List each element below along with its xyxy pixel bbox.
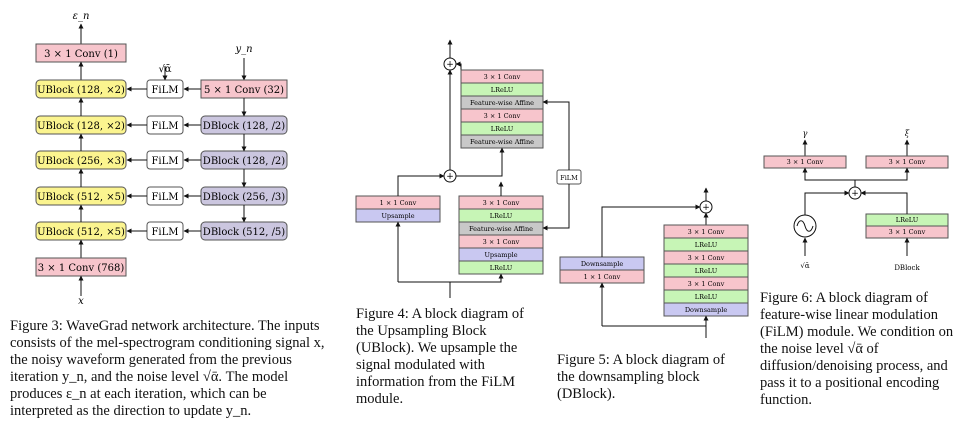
svg-text:UBlock (512, ×5): UBlock (512, ×5) (37, 227, 125, 238)
fig3-conv-out-label: 3 × 1 Conv (1) (44, 49, 118, 60)
svg-text:FiLM: FiLM (151, 121, 178, 132)
svg-text:UBlock (128, ×2): UBlock (128, ×2) (37, 121, 125, 132)
figure-6-diagram: γ ξ 3 × 1 Conv 3 × 1 Conv + √ᾱ LReLU 3 ×… (763, 129, 949, 272)
figure-5-caption: Figure 5: A block diagram of the downsam… (557, 352, 725, 402)
svg-text:DBlock (256, /3): DBlock (256, /3) (203, 192, 286, 203)
svg-text:UBlock (256, ×3): UBlock (256, ×3) (37, 156, 125, 167)
fig4-top-5: Feature-wise Affine (470, 138, 534, 146)
svg-text:+: + (851, 189, 859, 199)
fig4-bottom-4: Upsample (484, 251, 517, 259)
fig3-conv-in-label: 3 × 1 Conv (768) (38, 263, 125, 274)
fig3-ublock-3: UBlock (512, ×5) (35, 186, 127, 206)
fig4-top-1: LReLU (491, 86, 514, 94)
fig5-right-4: 3 × 1 Conv (688, 280, 725, 288)
svg-text:3 × 1 Conv: 3 × 1 Conv (787, 158, 824, 166)
fig6-xi: ξ (905, 129, 910, 138)
fig5-left-0: Downsample (581, 260, 623, 268)
svg-text:LReLU: LReLU (896, 216, 919, 224)
fig3-film-4: FiLM (146, 221, 184, 241)
svg-text:UBlock (512, ×5): UBlock (512, ×5) (37, 192, 125, 203)
fig6-sqrt-alpha: √ᾱ (800, 262, 809, 270)
figure-6-caption: Figure 6: A block diagram of feature-wis… (760, 290, 954, 408)
fig3-ublock-0: UBlock (128, ×2) (35, 79, 127, 99)
fig4-top-4: LReLU (491, 125, 514, 133)
fig4-left-0: 1 × 1 Conv (380, 199, 417, 207)
fig4-bottom-2: Feature-wise Affine (469, 225, 533, 233)
fig4-left-1: Upsample (381, 212, 414, 220)
fig5-right-3: LReLU (695, 267, 718, 275)
svg-text:+: + (446, 60, 454, 70)
fig3-ublock-1: UBlock (128, ×2) (35, 115, 127, 135)
fig3-y-label: y_n (234, 44, 252, 55)
fig4-bottom-3: 3 × 1 Conv (483, 238, 520, 246)
fig4-top-3: 3 × 1 Conv (484, 112, 521, 120)
fig4-bottom-1: LReLU (490, 212, 513, 220)
fig4-bottom-0: 3 × 1 Conv (483, 199, 520, 207)
fig4-top-2: Feature-wise Affine (470, 99, 534, 107)
fig4-bottom-5: LReLU (490, 264, 513, 272)
fig5-right-5: LReLU (695, 293, 718, 301)
svg-text:+: + (446, 172, 454, 182)
figure-3-caption: Figure 3: WaveGrad network architecture.… (10, 318, 325, 419)
fig5-right-2: 3 × 1 Conv (688, 254, 725, 262)
svg-text:DBlock (128, /2): DBlock (128, /2) (203, 121, 286, 132)
figure-4-diagram: + 3 × 1 Conv LReLU Feature-wise Affine 3… (355, 39, 582, 298)
svg-text:+: + (702, 203, 710, 213)
svg-text:DBlock (512, /5): DBlock (512, /5) (203, 227, 286, 238)
svg-text:DBlock (128, /2): DBlock (128, /2) (203, 156, 286, 167)
fig3-x-label: x (78, 296, 84, 307)
fig3-dblock-3: DBlock (512, /5) (200, 221, 288, 241)
svg-text:3 × 1 Conv: 3 × 1 Conv (889, 158, 926, 166)
fig3-film-1: FiLM (146, 115, 184, 135)
fig3-dblock-0: DBlock (128, /2) (200, 115, 288, 135)
fig3-output-label: ε_n (73, 11, 90, 22)
fig3-ublock-2: UBlock (256, ×3) (35, 150, 127, 170)
fig3-dblock-2: DBlock (256, /3) (200, 186, 288, 206)
fig5-left-1: 1 × 1 Conv (584, 273, 621, 281)
fig3-film-0: FiLM (146, 79, 184, 99)
fig5-right-6: Downsample (685, 306, 727, 314)
svg-text:FiLM: FiLM (151, 192, 178, 203)
svg-text:FiLM: FiLM (151, 85, 178, 96)
fig3-film-3: FiLM (146, 186, 184, 206)
svg-text:3 × 1 Conv: 3 × 1 Conv (889, 228, 926, 236)
svg-text:FiLM: FiLM (151, 227, 178, 238)
svg-text:FiLM: FiLM (151, 156, 178, 167)
fig6-gamma: γ (803, 129, 808, 138)
fig5-right-0: 3 × 1 Conv (688, 228, 725, 236)
svg-text:UBlock (128, ×2): UBlock (128, ×2) (37, 85, 125, 96)
fig3-ublock-4: UBlock (512, ×5) (35, 221, 127, 241)
svg-text:FiLM: FiLM (560, 174, 578, 182)
figure-5-diagram: + 3 × 1 Conv LReLU 3 × 1 Conv LReLU 3 × … (559, 187, 749, 338)
fig3-dblock-1: DBlock (128, /2) (200, 150, 288, 170)
figure-4-caption: Figure 4: A block diagram of the Upsampl… (356, 306, 524, 407)
figure-3-diagram: ε_n 3 × 1 Conv (1) UBlock (128, ×2) UBlo… (35, 11, 288, 307)
fig3-conv-y-label: 5 × 1 Conv (32) (204, 85, 284, 96)
fig5-right-1: LReLU (695, 241, 718, 249)
fig4-top-0: 3 × 1 Conv (484, 73, 521, 81)
fig3-film-2: FiLM (146, 150, 184, 170)
fig6-dblock-label: DBlock (894, 264, 920, 272)
